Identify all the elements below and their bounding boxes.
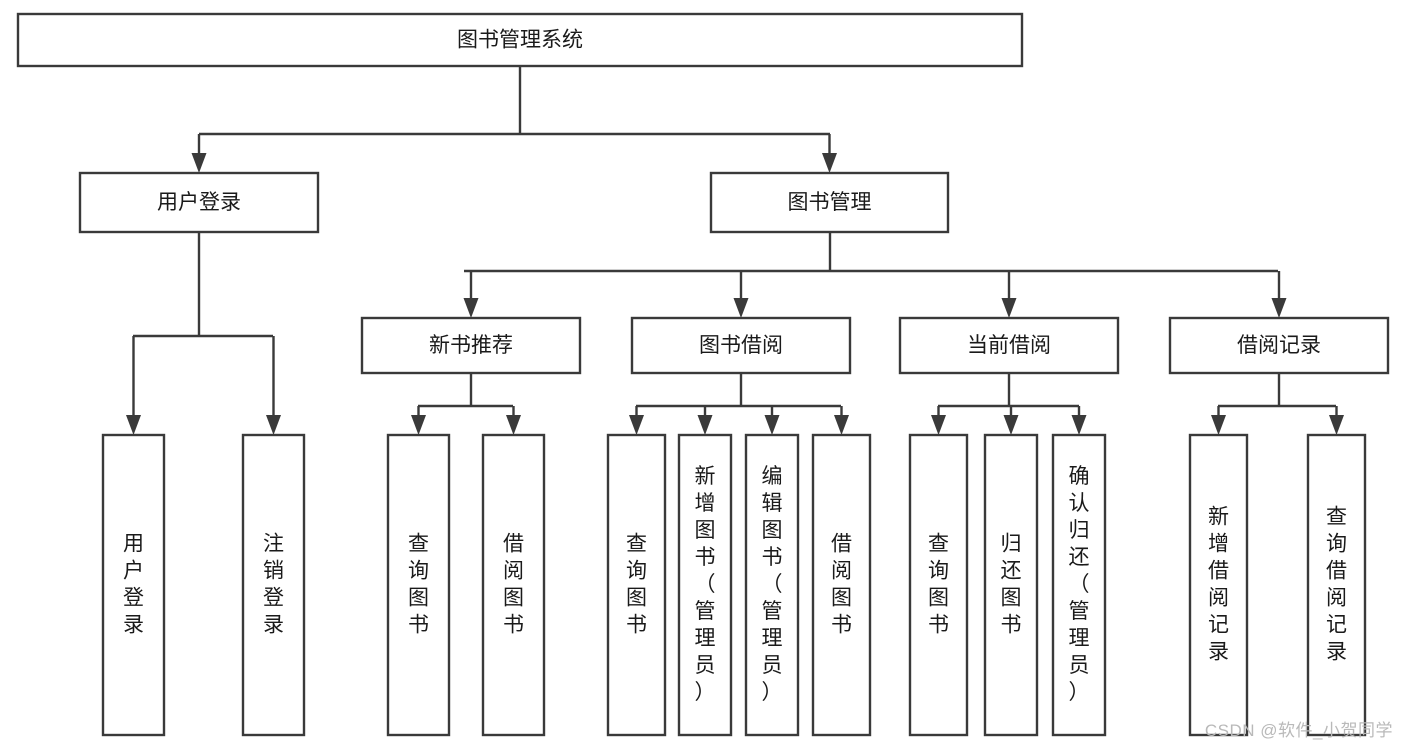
node-label-leaf-add-book-admin: 新增图书（管理员） — [695, 465, 716, 704]
node-label-leaf-query-book-current: 查询图书 — [928, 532, 949, 636]
node-leaf-borrow-book-recommend[interactable]: 借阅图书 — [481, 433, 546, 737]
node-label-leaf-query-borrow-record: 查询借阅记录 — [1326, 505, 1347, 663]
node-label-user-login: 用户登录 — [157, 191, 241, 214]
node-box-current-borrow[interactable] — [898, 316, 1120, 375]
arrow-to-leaf-query-borrow-record-head — [1329, 415, 1344, 435]
node-label-new-book-recommend: 新书推荐 — [429, 334, 513, 357]
node-current-borrow[interactable]: 当前借阅 — [898, 316, 1120, 375]
node-label-root: 图书管理系统 — [457, 29, 583, 52]
arrow-to-book-management-head — [822, 153, 837, 173]
node-box-new-book-recommend[interactable] — [360, 316, 582, 375]
arrow-to-leaf-user-login-head — [126, 415, 141, 435]
node-box-leaf-borrow-book-recommend[interactable] — [481, 433, 546, 737]
arrow-to-borrow-record-head — [1271, 298, 1287, 318]
connectors-layer — [126, 66, 1344, 435]
node-book-management[interactable]: 图书管理 — [709, 171, 950, 234]
node-box-leaf-user-login[interactable] — [101, 433, 166, 737]
node-box-leaf-query-borrow-record[interactable] — [1306, 433, 1367, 737]
node-leaf-add-book-admin[interactable]: 新增图书（管理员） — [677, 433, 733, 737]
arrow-to-leaf-borrow-book-recommend-head — [506, 415, 521, 435]
node-leaf-query-book-borrow[interactable]: 查询图书 — [606, 433, 667, 737]
node-box-leaf-edit-book-admin[interactable] — [744, 433, 800, 737]
node-box-root[interactable] — [16, 12, 1024, 68]
arrow-to-current-borrow-head — [1001, 298, 1017, 318]
node-label-book-management: 图书管理 — [788, 191, 872, 214]
node-box-leaf-confirm-return-admin[interactable] — [1051, 433, 1107, 737]
node-leaf-query-book-recommend[interactable]: 查询图书 — [386, 433, 451, 737]
node-box-leaf-add-borrow-record[interactable] — [1188, 433, 1249, 737]
node-label-borrow-record: 借阅记录 — [1237, 334, 1321, 357]
node-leaf-return-book[interactable]: 归还图书 — [983, 433, 1039, 737]
watermark-text: CSDN @软件_小贺同学 — [1204, 721, 1393, 740]
node-label-leaf-query-book-recommend: 查询图书 — [408, 532, 429, 636]
node-box-book-management[interactable] — [709, 171, 950, 234]
node-box-leaf-query-book-recommend[interactable] — [386, 433, 451, 737]
node-book-borrow[interactable]: 图书借阅 — [630, 316, 852, 375]
arrow-to-leaf-query-book-recommend-head — [411, 415, 426, 435]
node-leaf-query-book-current[interactable]: 查询图书 — [908, 433, 969, 737]
arrow-to-leaf-add-borrow-record-head — [1211, 415, 1226, 435]
node-leaf-logout-login[interactable]: 注销登录 — [241, 433, 306, 737]
node-label-leaf-logout-login: 注销登录 — [263, 532, 284, 636]
arrow-to-leaf-return-book-head — [1003, 415, 1019, 435]
nodes-layer: 图书管理系统用户登录图书管理新书推荐图书借阅当前借阅借阅记录用户登录注销登录查询… — [16, 12, 1390, 737]
arrow-to-leaf-add-book-admin-head — [697, 415, 713, 435]
arrow-to-user-login-head — [191, 153, 207, 173]
node-leaf-query-borrow-record[interactable]: 查询借阅记录 — [1306, 433, 1367, 737]
arrow-to-leaf-query-book-current-head — [931, 415, 946, 435]
node-leaf-borrow-book[interactable]: 借阅图书 — [811, 433, 872, 737]
node-label-current-borrow: 当前借阅 — [967, 334, 1051, 357]
node-root[interactable]: 图书管理系统 — [16, 12, 1024, 68]
node-borrow-record[interactable]: 借阅记录 — [1168, 316, 1390, 375]
node-box-leaf-logout-login[interactable] — [241, 433, 306, 737]
node-label-leaf-add-borrow-record: 新增借阅记录 — [1208, 505, 1229, 663]
arrow-to-leaf-logout-login-head — [266, 415, 281, 435]
node-label-book-borrow: 图书借阅 — [699, 334, 783, 357]
node-label-leaf-user-login: 用户登录 — [123, 532, 144, 636]
node-new-book-recommend[interactable]: 新书推荐 — [360, 316, 582, 375]
node-label-leaf-query-book-borrow: 查询图书 — [626, 532, 647, 636]
node-leaf-add-borrow-record[interactable]: 新增借阅记录 — [1188, 433, 1249, 737]
arrow-to-leaf-borrow-book-head — [834, 415, 849, 435]
node-box-book-borrow[interactable] — [630, 316, 852, 375]
node-box-leaf-query-book-current[interactable] — [908, 433, 969, 737]
node-box-user-login[interactable] — [78, 171, 320, 234]
node-label-leaf-borrow-book: 借阅图书 — [831, 532, 852, 636]
node-label-leaf-return-book: 归还图书 — [1001, 532, 1022, 636]
arrow-to-new-book-recommend-head — [463, 298, 479, 318]
node-leaf-user-login[interactable]: 用户登录 — [101, 433, 166, 737]
arrow-to-book-borrow-head — [733, 298, 749, 318]
node-leaf-confirm-return-admin[interactable]: 确认归还（管理员） — [1051, 433, 1107, 737]
node-box-leaf-return-book[interactable] — [983, 433, 1039, 737]
node-label-leaf-edit-book-admin: 编辑图书（管理员） — [762, 465, 783, 704]
node-leaf-edit-book-admin[interactable]: 编辑图书（管理员） — [744, 433, 800, 737]
node-label-leaf-confirm-return-admin: 确认归还（管理员） — [1069, 465, 1090, 704]
arrow-to-leaf-query-book-borrow-head — [629, 415, 644, 435]
node-box-leaf-add-book-admin[interactable] — [677, 433, 733, 737]
node-box-leaf-borrow-book[interactable] — [811, 433, 872, 737]
node-box-borrow-record[interactable] — [1168, 316, 1390, 375]
node-user-login[interactable]: 用户登录 — [78, 171, 320, 234]
node-label-leaf-borrow-book-recommend: 借阅图书 — [503, 532, 524, 636]
node-box-leaf-query-book-borrow[interactable] — [606, 433, 667, 737]
arrow-to-leaf-confirm-return-admin-head — [1071, 415, 1087, 435]
arrow-to-leaf-edit-book-admin-head — [764, 415, 780, 435]
